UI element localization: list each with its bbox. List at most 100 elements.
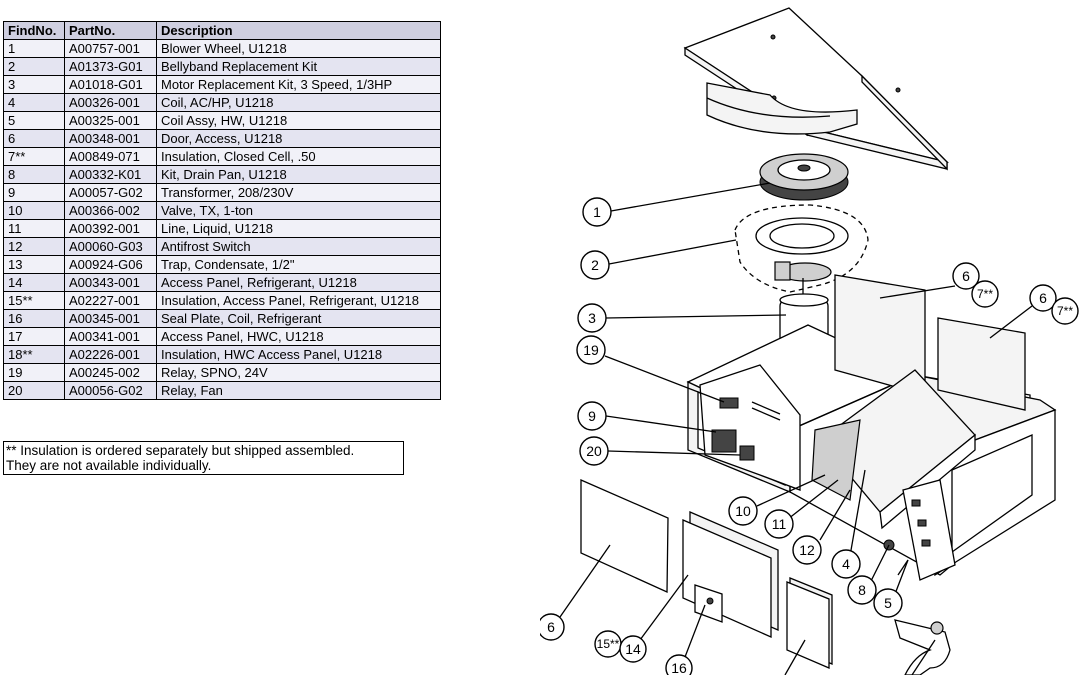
leader-lines <box>559 182 1033 675</box>
condensate-trap <box>894 619 951 675</box>
callout-2-label: 2 <box>591 257 599 273</box>
hwc-access-panel <box>786 577 833 669</box>
cell-description: Line, Liquid, U1218 <box>156 219 441 238</box>
callout-16-label: 16 <box>671 660 687 675</box>
callout-8: 8 <box>847 575 877 605</box>
cell-description: Access Panel, HWC, U1218 <box>156 327 441 346</box>
cell-partno: A00924-G06 <box>64 255 157 274</box>
cell-partno: A01373-G01 <box>64 57 157 76</box>
table-header-row: FindNo. PartNo. Description <box>3 21 441 40</box>
cell-description: Transformer, 208/230V <box>156 183 441 202</box>
cell-findno: 13 <box>3 255 65 274</box>
callout-9: 9 <box>577 401 607 431</box>
cell-description: Insulation, HWC Access Panel, U1218 <box>156 345 441 364</box>
cell-findno: 5 <box>3 111 65 130</box>
callout-6c-label: 6 <box>547 619 555 635</box>
cell-partno: A00245-002 <box>64 363 157 382</box>
callout-5-label: 5 <box>884 595 892 611</box>
cell-findno: 8 <box>3 165 65 184</box>
cell-description: Blower Wheel, U1218 <box>156 39 441 58</box>
footnote: ** Insulation is ordered separately but … <box>3 441 404 475</box>
cell-description: Antifrost Switch <box>156 237 441 256</box>
callout-9-label: 9 <box>588 408 596 424</box>
cell-partno: A00057-G02 <box>64 183 157 202</box>
blower-wheel <box>759 153 849 201</box>
cell-description: Insulation, Access Panel, Refrigerant, U… <box>156 291 441 310</box>
callout-6a-label: 6 <box>962 268 970 284</box>
callout-12-label: 12 <box>799 542 815 558</box>
callout-3: 3 <box>577 303 607 333</box>
callout-11: 11 <box>764 509 794 539</box>
callout-4: 4 <box>831 549 861 579</box>
cell-findno: 1 <box>3 39 65 58</box>
callout-6a: 6 <box>952 262 980 290</box>
callout-11-label: 11 <box>772 516 787 532</box>
cell-partno: A00348-001 <box>64 129 157 148</box>
cell-findno: 14 <box>3 273 65 292</box>
cell-description: Insulation, Closed Cell, .50 <box>156 147 441 166</box>
cell-findno: 11 <box>3 219 65 238</box>
callout-14-label: 14 <box>625 641 641 657</box>
callout-4-label: 4 <box>842 556 850 572</box>
cell-description: Motor Replacement Kit, 3 Speed, 1/3HP <box>156 75 441 94</box>
cell-description: Relay, Fan <box>156 381 441 400</box>
cell-partno: A02226-001 <box>64 345 157 364</box>
callout-6c: 6 <box>540 613 565 641</box>
cell-description: Valve, TX, 1-ton <box>156 201 441 220</box>
cell-partno: A00341-001 <box>64 327 157 346</box>
callout-5: 5 <box>873 588 903 618</box>
cell-partno: A00326-001 <box>64 93 157 112</box>
callout-7a: 7** <box>971 280 999 308</box>
cell-findno: 18** <box>3 345 65 364</box>
callout-7b-label: 7** <box>1057 304 1073 318</box>
cell-findno: 19 <box>3 363 65 382</box>
exploded-diagram: 1 2 3 19 9 20 10 11 12 4 8 5 6 7** 6 7**… <box>540 7 1079 675</box>
footnote-line-2: They are not available individually. <box>6 458 212 473</box>
callout-10-label: 10 <box>735 503 751 519</box>
cell-partno: A00060-G03 <box>64 237 157 256</box>
cell-findno: 15** <box>3 291 65 310</box>
callout-15: 15** <box>594 630 622 658</box>
callout-6b-label: 6 <box>1039 290 1047 306</box>
callout-12: 12 <box>792 535 822 565</box>
cell-partno: A00056-G02 <box>64 381 157 400</box>
callout-20-label: 20 <box>586 443 602 459</box>
cell-partno: A02227-001 <box>64 291 157 310</box>
callout-10: 10 <box>728 496 758 526</box>
blower-housing <box>706 82 858 135</box>
callout-7a-label: 7** <box>977 287 993 301</box>
cell-description: Coil, AC/HP, U1218 <box>156 93 441 112</box>
cell-partno: A00849-071 <box>64 147 157 166</box>
callout-16: 16 <box>665 654 693 675</box>
access-door-left <box>580 479 669 594</box>
cell-partno: A00757-001 <box>64 39 157 58</box>
control-box <box>699 364 801 491</box>
cell-partno: A00366-002 <box>64 201 157 220</box>
cell-partno: A00332-K01 <box>64 165 157 184</box>
cell-findno: 3 <box>3 75 65 94</box>
cell-findno: 20 <box>3 381 65 400</box>
callout-6b: 6 <box>1029 284 1057 312</box>
cell-description: Relay, SPNO, 24V <box>156 363 441 382</box>
cell-description: Seal Plate, Coil, Refrigerant <box>156 309 441 328</box>
cell-description: Coil Assy, HW, U1218 <box>156 111 441 130</box>
cell-findno: 9 <box>3 183 65 202</box>
footnote-line-1: ** Insulation is ordered separately but … <box>6 443 355 458</box>
refrigerant-access-panel <box>682 511 779 638</box>
callout-7b: 7** <box>1051 297 1079 325</box>
